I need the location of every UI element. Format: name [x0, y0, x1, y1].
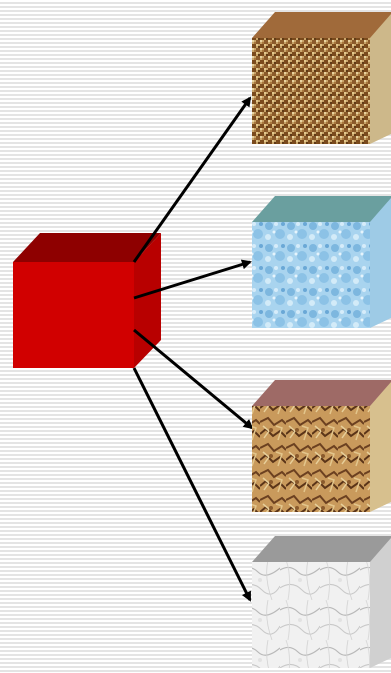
target-cube-marble	[252, 536, 391, 668]
arrow-to-cube-4	[132, 367, 252, 602]
arrow-to-cube-2	[133, 259, 252, 300]
target-cube-blue	[252, 196, 391, 328]
arrow-to-cube-3	[133, 328, 254, 430]
target-cube-woven-side	[370, 14, 391, 144]
target-cube-brown-top	[252, 380, 391, 406]
target-cube-blue-top	[252, 196, 391, 222]
target-cube-blue-side	[370, 198, 391, 328]
target-cube-woven-top	[252, 12, 391, 38]
arrows	[132, 96, 254, 602]
target-cube-marble-top	[252, 536, 391, 562]
target-cube-blue-front	[252, 222, 370, 328]
target-cube-woven	[252, 12, 391, 144]
target-cube-brown	[252, 380, 391, 512]
arrow-to-cube-1	[132, 96, 252, 263]
target-cube-brown-front	[252, 406, 370, 512]
source-cube-top	[13, 233, 161, 262]
source-cube	[13, 233, 161, 368]
target-cube-woven-front	[252, 38, 370, 144]
target-cube-marble-side	[370, 538, 391, 668]
target-cube-brown-side	[370, 382, 391, 512]
target-cube-marble-front	[252, 562, 370, 668]
source-cube-front	[13, 262, 134, 368]
